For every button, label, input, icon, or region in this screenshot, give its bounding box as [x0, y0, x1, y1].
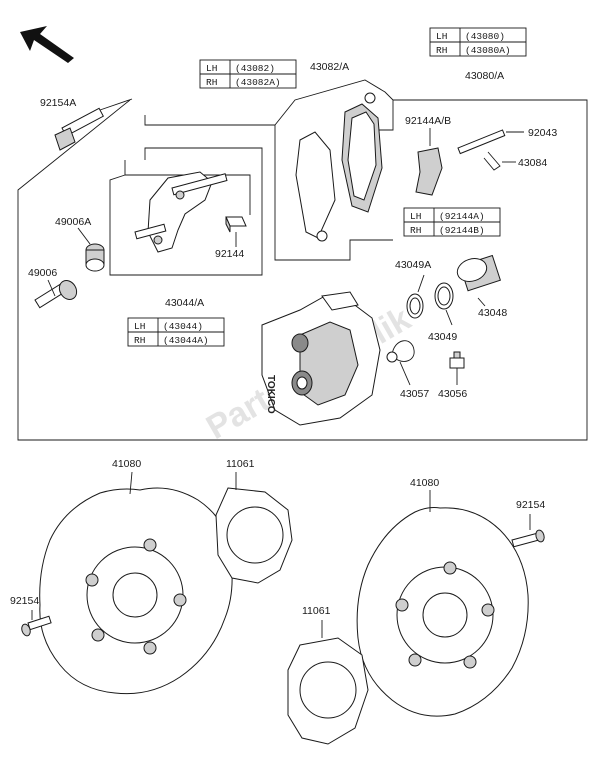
table-cell: LH — [134, 321, 145, 332]
table-cell: (92144A) — [439, 211, 485, 222]
pad-pin-92043 — [457, 129, 524, 155]
bolt-92154-left — [21, 610, 52, 637]
label-92144: 92144 — [215, 248, 244, 260]
brake-disc-right — [356, 490, 529, 717]
gasket-top — [215, 472, 293, 584]
side-table-92144: LH (92144A) RH (92144B) — [403, 207, 501, 237]
label-43048: 43048 — [478, 307, 507, 319]
brake-disc-left — [39, 471, 233, 695]
bolt-92154-right — [511, 514, 545, 548]
caliper-body: TOKICO — [261, 291, 381, 426]
bleeder-cap-43057 — [386, 340, 415, 386]
table-cell: (43044A) — [163, 335, 209, 346]
table-cell: LH — [436, 31, 447, 42]
side-table-43082: LH (43082) RH (43082A) — [199, 59, 297, 89]
label-92154A: 92154A — [40, 97, 76, 109]
label-43056: 43056 — [438, 388, 467, 400]
gasket-bottom — [287, 620, 369, 745]
spring-92144 — [225, 216, 247, 247]
label-43049A: 43049A — [395, 259, 431, 271]
clip-43084 — [483, 151, 516, 171]
label-92043: 92043 — [528, 127, 557, 139]
label-41080-left: 41080 — [112, 458, 141, 470]
table-cell: RH — [134, 335, 145, 346]
label-41080-right: 41080 — [410, 477, 439, 489]
front-arrow-icon — [20, 26, 74, 63]
label-43082A: 43082/A — [310, 61, 349, 73]
seal-43049 — [434, 282, 454, 326]
table-cell: (43082A) — [235, 77, 281, 88]
brake-pads — [295, 92, 383, 242]
table-cell: LH — [410, 211, 421, 222]
label-11061-bottom: 11061 — [302, 605, 331, 617]
pin-49006 — [34, 279, 78, 309]
pad-frame — [274, 79, 394, 126]
label-92144AB: 92144A/B — [405, 115, 451, 127]
seal-43049A — [406, 274, 425, 319]
label-11061-top: 11061 — [226, 458, 255, 470]
label-92154-right: 92154 — [516, 499, 545, 511]
piston-43048 — [456, 254, 502, 307]
caliper-bracket-frame — [109, 147, 263, 276]
side-table-43044: LH (43044) RH (43044A) — [127, 317, 225, 347]
label-92154-left: 92154 — [10, 595, 39, 607]
table-cell: (43044) — [163, 321, 203, 332]
side-table-43080: LH (43080) RH (43080A) — [429, 27, 527, 57]
bleeder-valve-43056 — [449, 351, 465, 385]
label-43084: 43084 — [518, 157, 547, 169]
label-49006A: 49006A — [55, 216, 91, 228]
table-cell: RH — [436, 45, 447, 56]
caliper-brand-label: TOKICO — [265, 375, 276, 414]
pad-spring-92144AB — [415, 128, 443, 196]
table-cell: LH — [206, 63, 217, 74]
table-cell: RH — [410, 225, 421, 236]
caliper-bracket — [134, 171, 228, 253]
table-cell: (43080A) — [465, 45, 511, 56]
label-43057: 43057 — [400, 388, 429, 400]
label-49006: 49006 — [28, 267, 57, 279]
boot-49006A — [77, 227, 105, 272]
table-cell: RH — [206, 77, 217, 88]
table-cell: (43082) — [235, 63, 275, 74]
table-cell: (92144B) — [439, 225, 485, 236]
bolt-92154A — [54, 98, 133, 151]
table-cell: (43080) — [465, 31, 505, 42]
label-43080A: 43080/A — [465, 70, 504, 82]
label-43044A: 43044/A — [165, 297, 204, 309]
label-43049: 43049 — [428, 331, 457, 343]
